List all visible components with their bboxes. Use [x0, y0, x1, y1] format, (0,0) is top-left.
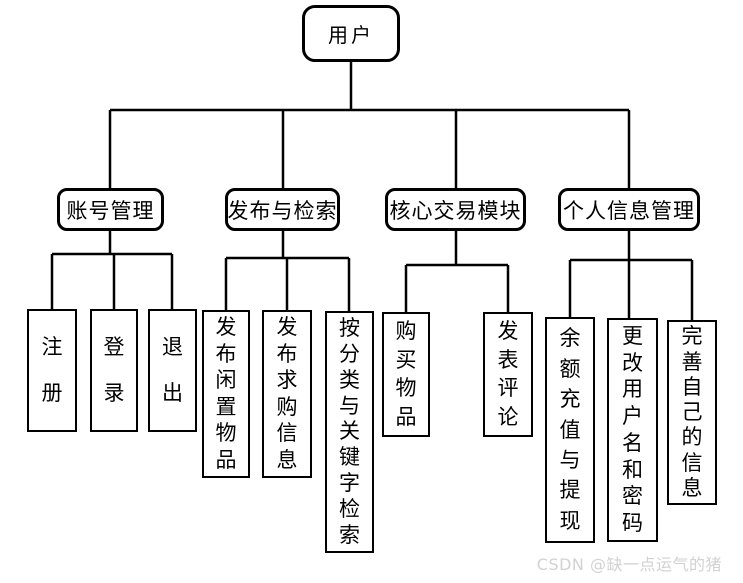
node-user: 用户	[302, 5, 400, 62]
leaf-logout: 退出	[148, 309, 197, 432]
csdn-watermark: CSDN @缺一点运气的猪	[536, 555, 722, 574]
leaf-complete-own-info: 完善自己的信息	[667, 320, 717, 505]
node-publish-and-search: 发布与检索	[225, 188, 340, 231]
leaf-search-by-category-keyword: 按分类与关键字检索	[325, 311, 374, 553]
node-account-management: 账号管理	[57, 188, 164, 231]
leaf-balance-recharge-withdraw: 余额充值与提现	[545, 317, 595, 543]
node-personal-info-management: 个人信息管理	[558, 188, 700, 231]
leaf-login: 登录	[90, 309, 138, 432]
leaf-register: 注册	[27, 309, 77, 432]
leaf-publish-wanted-info: 发布求购信息	[262, 310, 312, 478]
leaf-buy-items: 购买物品	[382, 312, 430, 437]
leaf-publish-idle-items: 发布闲置物品	[202, 310, 250, 478]
leaf-post-comments: 发表评论	[483, 312, 533, 437]
node-core-trade-module: 核心交易模块	[385, 188, 526, 231]
leaf-change-username-password: 更改用户名和密码	[607, 318, 658, 542]
